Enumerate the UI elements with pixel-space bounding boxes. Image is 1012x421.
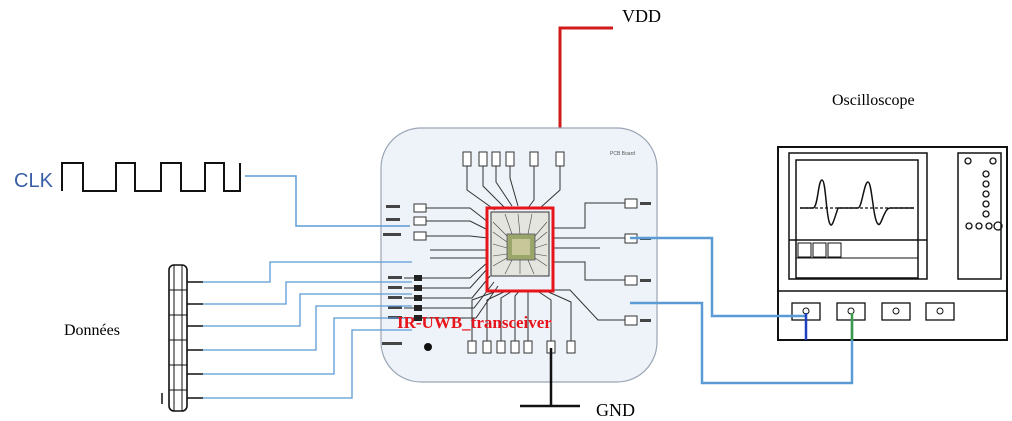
pcb-label: PCB Board — [610, 151, 635, 157]
clk-label: CLK — [14, 170, 53, 193]
oscilloscope-label: Oscilloscope — [832, 92, 915, 110]
vdd-label: VDD — [622, 6, 661, 27]
clk-waveform — [62, 163, 240, 191]
data-wires — [203, 262, 412, 398]
pcb-left-pads — [414, 204, 426, 240]
chip-die — [491, 212, 549, 276]
gnd-label: GND — [596, 400, 635, 421]
data-connector — [162, 265, 203, 411]
data-label: Données — [64, 322, 120, 340]
oscilloscope — [778, 147, 1007, 340]
pcb-mount-hole — [424, 343, 432, 351]
chip-label: IR-UWB_transceiver — [397, 313, 552, 333]
